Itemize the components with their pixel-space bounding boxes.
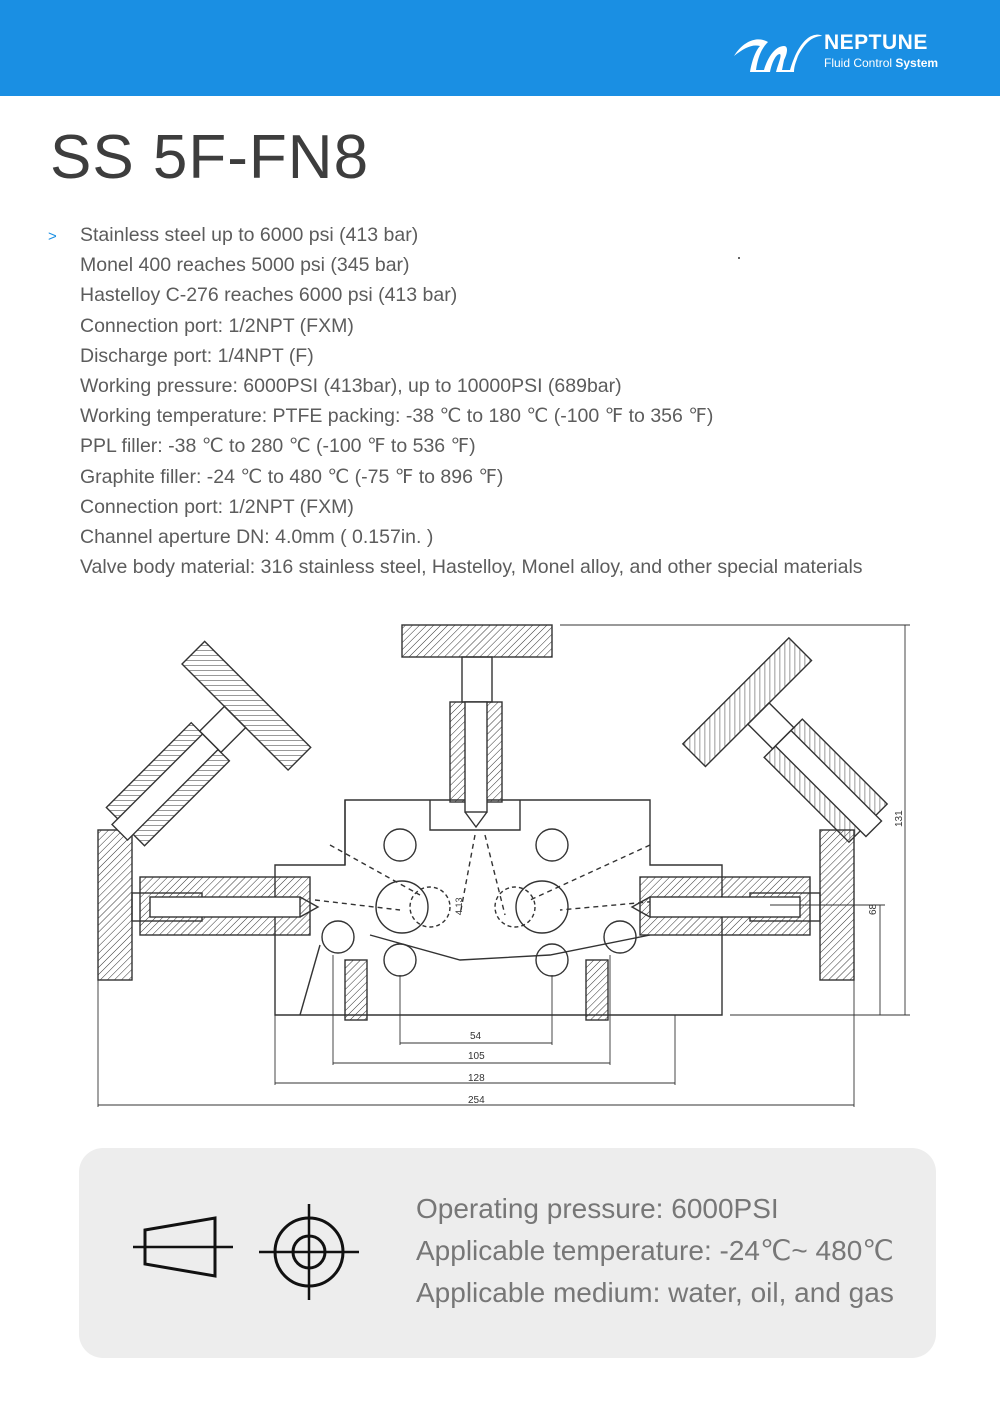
projection-circle-icon (259, 1204, 359, 1300)
dim-54: 54 (470, 1031, 482, 1042)
dim-4-13: 4.13 (454, 897, 464, 915)
info-lines: Operating pressure: 6000PSI Applicable t… (416, 1188, 894, 1314)
spec-item: Connection port: 1/2NPT (FXM) (80, 495, 354, 518)
spec-item: Monel 400 reaches 5000 psi (345 bar) (80, 254, 410, 277)
neptune-wave-logo-icon (734, 34, 822, 72)
operating-info-panel: Operating pressure: 6000PSI Applicable t… (79, 1148, 936, 1358)
dim-254: 254 (468, 1095, 485, 1106)
info-line: Operating pressure: 6000PSI (416, 1193, 779, 1224)
dim-68: 68 (868, 903, 879, 915)
brand-tagline: Fluid Control System (824, 56, 939, 70)
header-bar: NEPTUNE Fluid Control System (0, 0, 1000, 96)
spec-item: Graphite filler: -24 ℃ to 480 ℃ (-75 ℉ t… (80, 465, 504, 488)
technical-drawing: 54 105 128 254 131 68 4.13 (97, 624, 910, 1107)
spec-item: Working temperature: PTFE packing: -38 ℃… (80, 405, 714, 428)
brand-name: NEPTUNE (824, 31, 928, 54)
info-line: Applicable medium: water, oil, and gas (416, 1277, 894, 1308)
spec-item: Valve body material: 316 stainless steel… (80, 556, 863, 579)
dim-131: 131 (894, 810, 905, 827)
brand-logo[interactable]: NEPTUNE Fluid Control System (732, 26, 962, 78)
stray-dot (738, 257, 740, 259)
dim-128: 128 (468, 1073, 485, 1084)
spec-item: Channel aperture DN: 4.0mm ( 0.157in. ) (80, 526, 434, 549)
spec-item: Hastelloy C-276 reaches 6000 psi (413 ba… (80, 284, 458, 307)
valve-body (274, 799, 723, 1016)
info-line: Applicable temperature: -24℃~ 480℃ (416, 1235, 894, 1266)
dim-105: 105 (468, 1051, 485, 1062)
product-title: SS 5F-FN8 (50, 123, 370, 192)
bullet-icon: > (48, 228, 57, 245)
spec-item: Working pressure: 6000PSI (413bar), up t… (80, 375, 622, 398)
spec-item: PPL filler: -38 ℃ to 280 ℃ (-100 ℉ to 53… (80, 435, 476, 458)
projection-cone-icon (133, 1216, 233, 1278)
spec-item: Discharge port: 1/4NPT (F) (80, 344, 314, 367)
spec-list: Stainless steel up to 6000 psi (413 bar)… (80, 220, 863, 582)
spec-item: Connection port: 1/2NPT (FXM) (80, 314, 354, 337)
spec-item: Stainless steel up to 6000 psi (413 bar) (80, 224, 419, 246)
